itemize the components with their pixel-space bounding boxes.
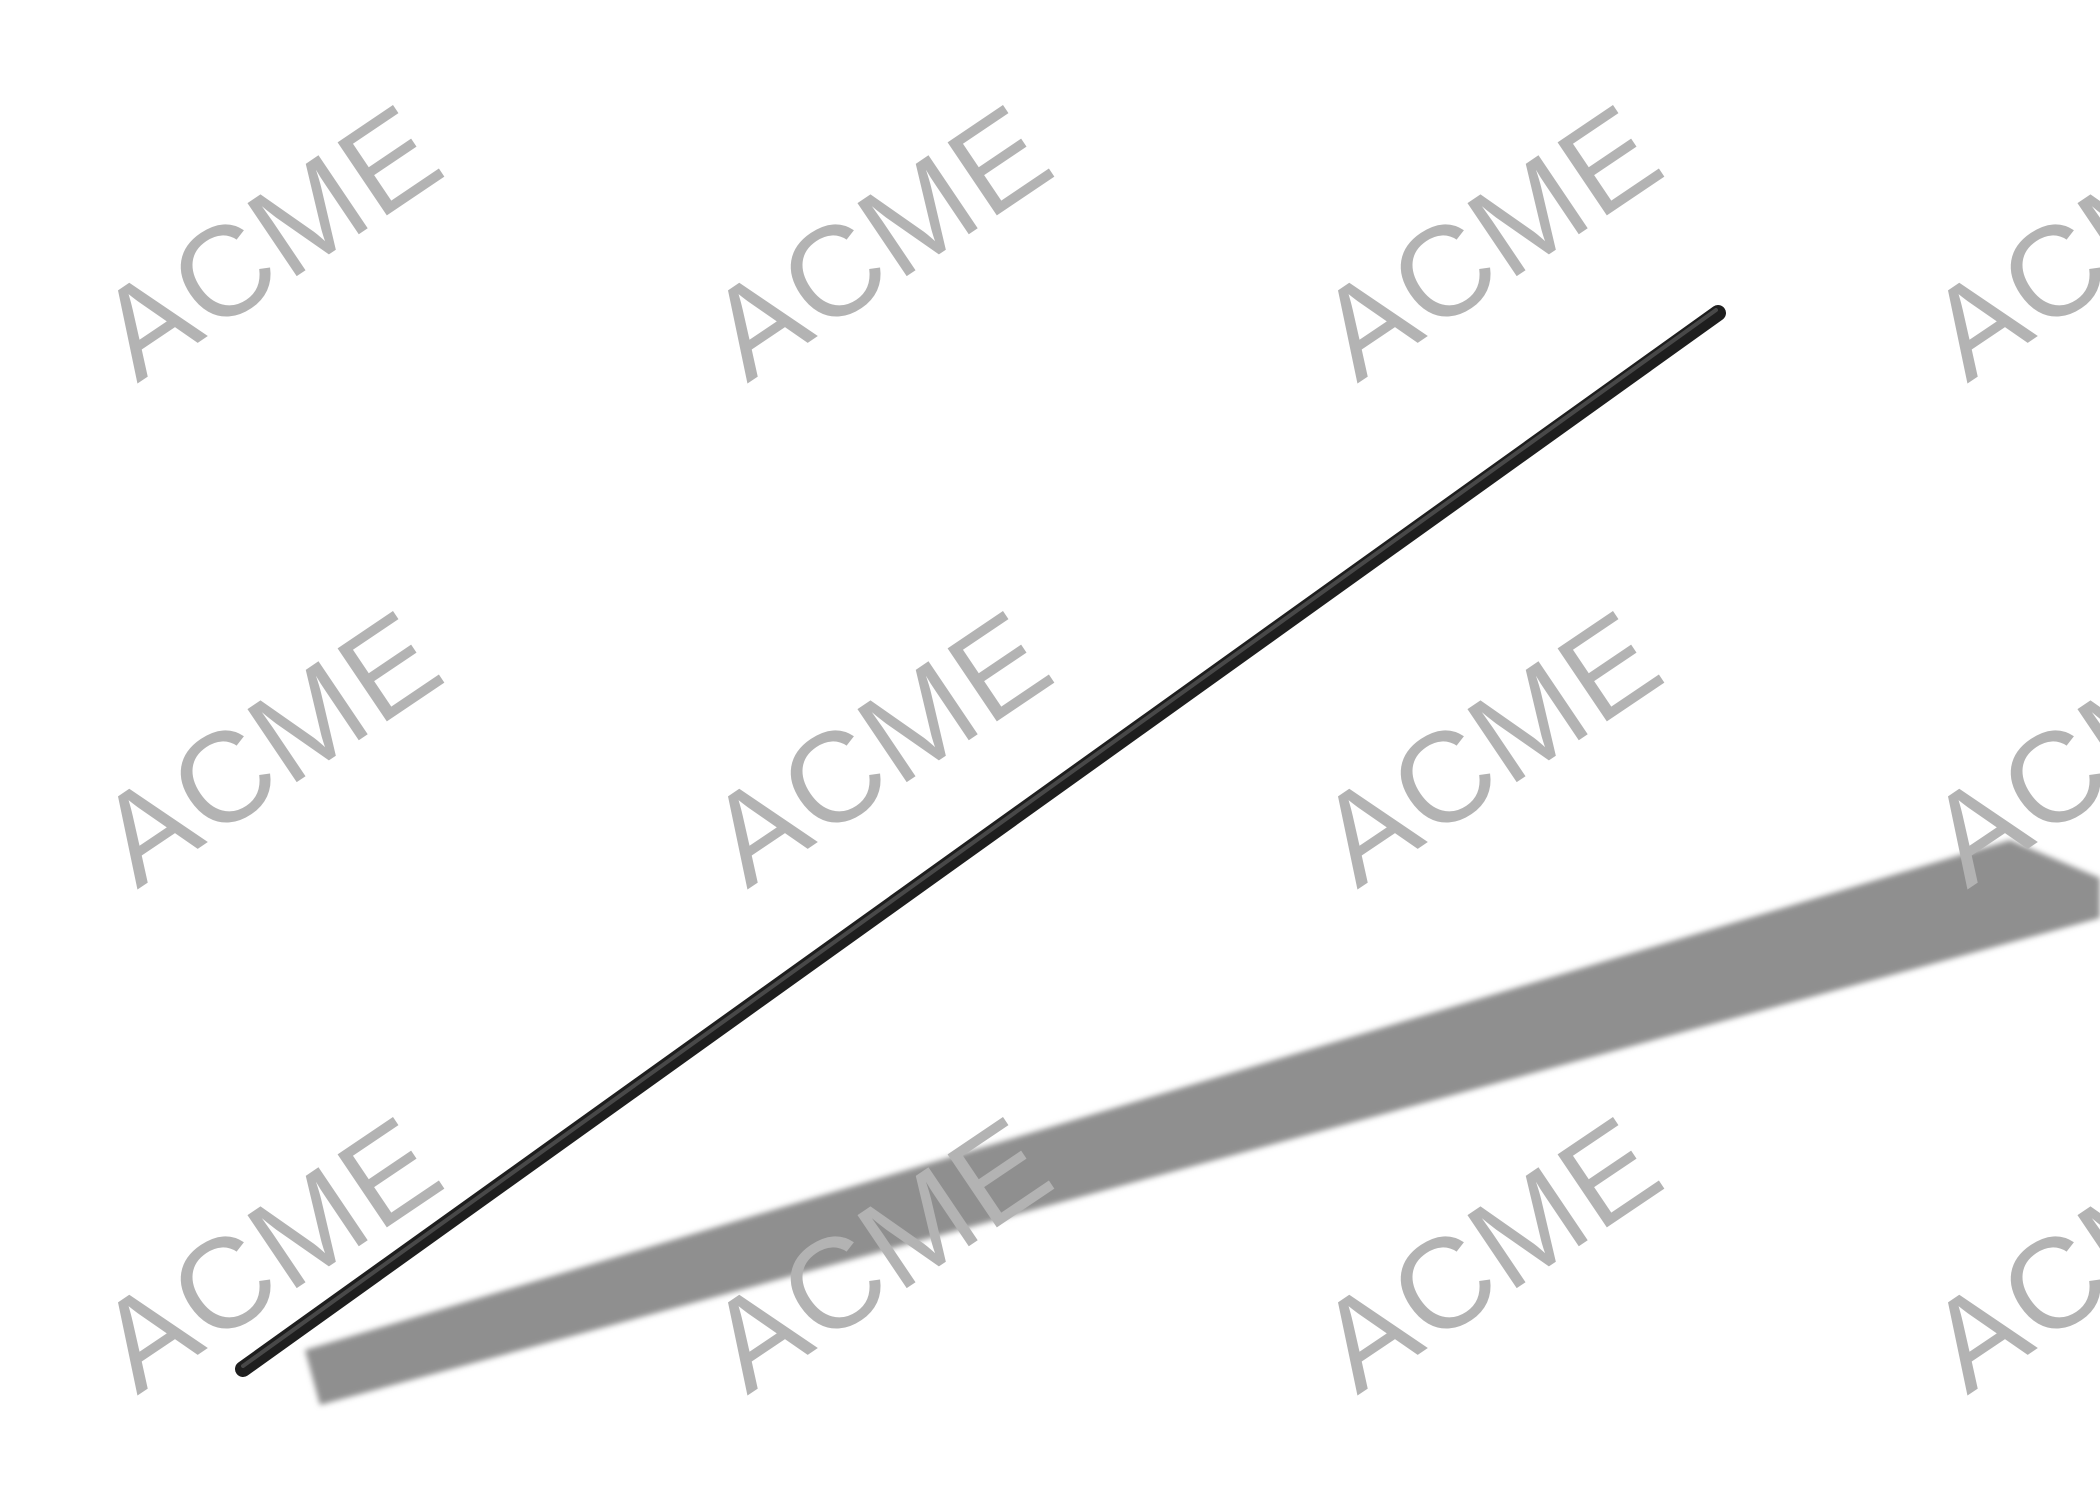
rod	[235, 305, 1726, 1377]
rod-shadow	[305, 840, 2100, 1405]
